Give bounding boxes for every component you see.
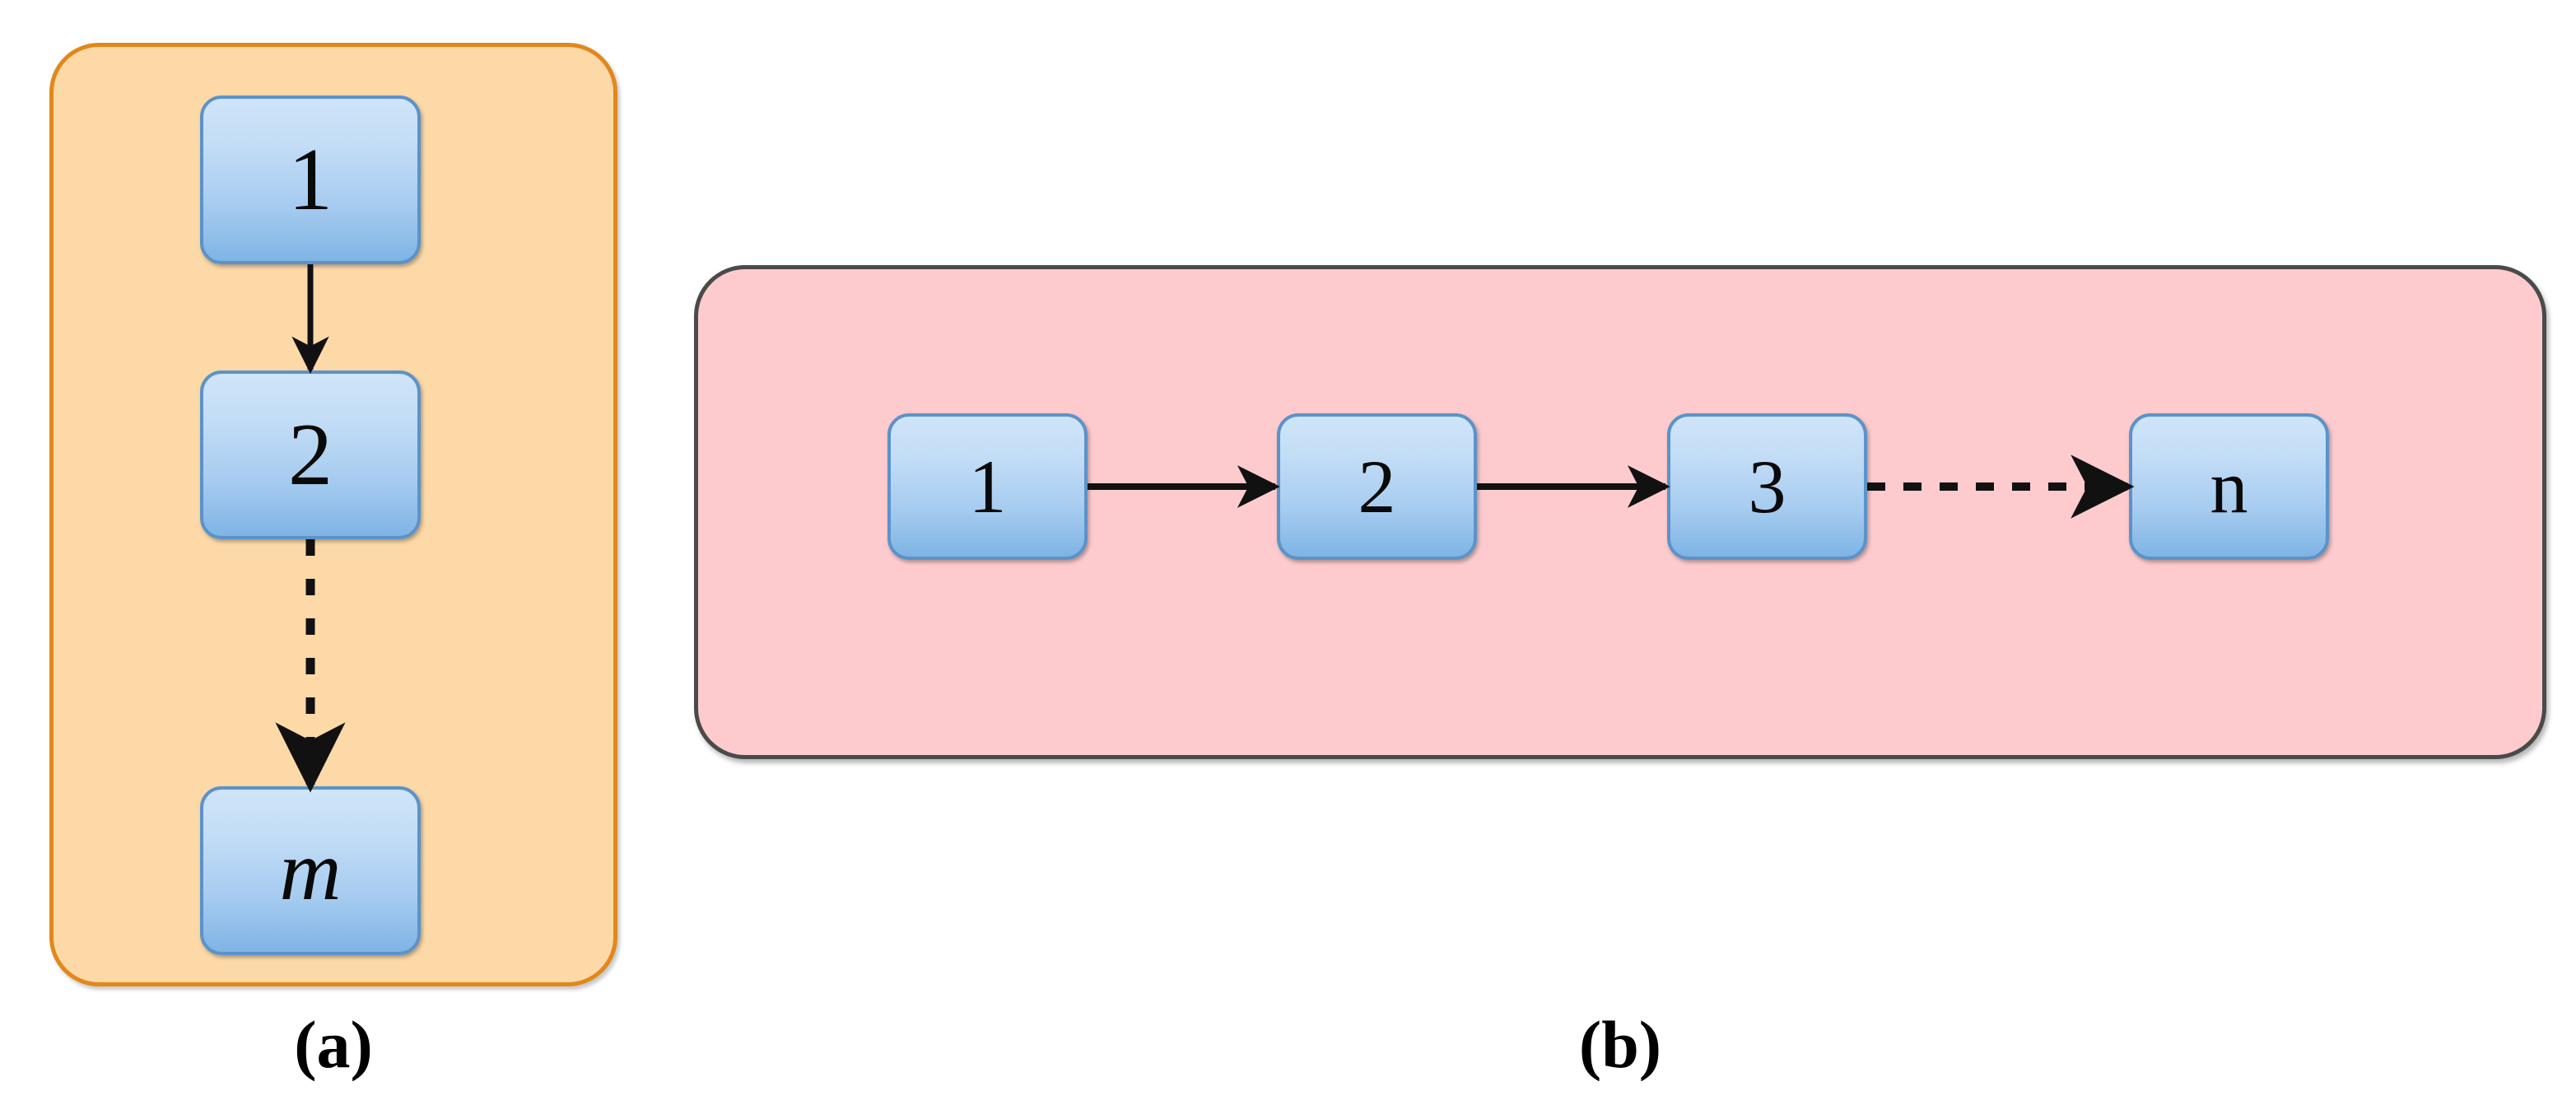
panel-a-node-m-label: m [279,823,342,918]
panel-a-node-1: 1 [200,96,421,264]
panel-a-node-2-label: 2 [288,405,333,504]
panel-a-node-m: m [200,786,421,955]
panel-b-node-3-label: 3 [1748,445,1786,529]
panel-a-caption: (a) [294,1007,373,1082]
panel-b-caption: (b) [1578,1007,1662,1082]
panel-b-node-1-label: 1 [968,445,1007,529]
panel-b-node-n: n [2129,413,2329,560]
panel-b-node-2-label: 2 [1358,445,1396,529]
panel-a-node-2: 2 [200,371,421,539]
panel-b-node-2: 2 [1277,413,1477,560]
panel-b-node-n-label: n [2210,445,2248,529]
panel-b-node-1: 1 [887,413,1088,560]
panel-a-node-1-label: 1 [288,130,333,229]
panel-b-node-3: 3 [1667,413,1867,560]
